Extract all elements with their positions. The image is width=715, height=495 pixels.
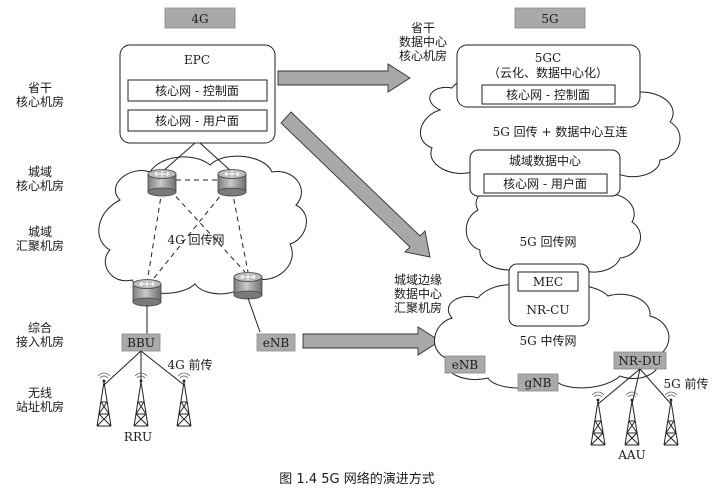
backhaul-4g-label: 4G 回传网 — [167, 232, 224, 247]
fronthaul-5g-label: 5G 前传 — [663, 376, 708, 391]
5gc-title: 5GC — [535, 51, 561, 65]
fronthaul-4g-label: 4G 前传 — [167, 357, 212, 372]
router-icon — [132, 279, 162, 307]
5gc-cp-box — [481, 84, 616, 105]
nrdu-label: NR-DU — [618, 354, 661, 368]
router-icon — [233, 272, 263, 300]
enb-5g-label: eNB — [452, 358, 479, 372]
dc-interconnect-label: 5G 回传 + 数据中心互连 — [493, 124, 628, 139]
bbu-label: BBU — [127, 336, 155, 350]
epc-title: EPC — [184, 53, 210, 67]
level-access: 综合接入机房 — [16, 320, 64, 349]
tower-icon — [663, 391, 679, 446]
level-metro-agg: 城域汇聚机房 — [16, 225, 64, 253]
mec-label: MEC — [533, 275, 563, 289]
midhaul-5g-label: 5G 中传网 — [519, 333, 576, 348]
level-provincial: 省干核心机房 — [16, 81, 64, 109]
aau-label: AAU — [617, 448, 645, 462]
router-icon — [217, 169, 247, 197]
link-epc-router2 — [199, 142, 233, 173]
epc-up-label: 核心网 - 用户面 — [155, 113, 239, 128]
mec-box — [517, 271, 579, 292]
gnb-label: gNB — [525, 376, 552, 390]
router-icon — [147, 169, 177, 197]
tag-4g — [164, 7, 236, 29]
fronthaul-5g-line — [597, 368, 641, 405]
tag-5g-label: 5G — [541, 12, 558, 26]
enb-4g-box — [256, 333, 296, 352]
edge-dc-label: 城域边缘数据中心汇聚机房 — [394, 273, 442, 315]
tag-5g — [514, 7, 586, 29]
metro-dc-up-box — [483, 173, 608, 194]
fronthaul-4g-line — [103, 350, 142, 386]
5gc-cp-label: 核心网 - 控制面 — [506, 88, 590, 102]
provincial-dc-label: 省干数据中心核心机房 — [399, 21, 447, 63]
nrcu-label: NR-CU — [527, 303, 570, 317]
fronthaul-5g-line — [639, 368, 672, 405]
tower-icon — [133, 372, 149, 427]
epc-cp-label: 核心网 - 控制面 — [155, 84, 239, 98]
fronthaul-4g-line — [140, 350, 185, 386]
metro-dc-up-label: 核心网 - 用户面 — [503, 176, 587, 191]
epc-up-box — [127, 109, 268, 132]
tag-4g-label: 4G — [191, 12, 208, 26]
backhaul-5g-label: 5G 回传网 — [519, 234, 576, 249]
arrow-epc-to-edge — [280, 111, 431, 258]
enb-5g-box — [444, 355, 486, 374]
rru-label: RRU — [124, 430, 152, 444]
arrow-epc-to-5gc — [277, 63, 411, 93]
fronthaul-5g-line — [631, 368, 641, 405]
5gc-subtitle: （云化、数据中心化） — [488, 65, 608, 80]
level-site: 无线站址机房 — [16, 386, 64, 414]
link-router-enb — [247, 297, 261, 333]
mesh-3 — [169, 189, 246, 273]
arrow-enb-to-5g — [302, 326, 441, 356]
mesh-4 — [149, 189, 226, 284]
tower-icon — [624, 391, 640, 446]
figure-caption: 图 1.4 5G 网络的演进方式 — [279, 471, 434, 487]
metro-dc-title: 城域数据中心 — [509, 153, 581, 168]
mesh-2 — [231, 189, 249, 273]
mesh-1 — [146, 189, 163, 284]
link-epc-router1 — [161, 142, 196, 173]
gnb-box — [517, 373, 559, 392]
level-metro-core: 城域核心机房 — [16, 165, 64, 193]
enb-4g-label: eNB — [263, 336, 290, 350]
epc-cp-box — [127, 79, 268, 102]
